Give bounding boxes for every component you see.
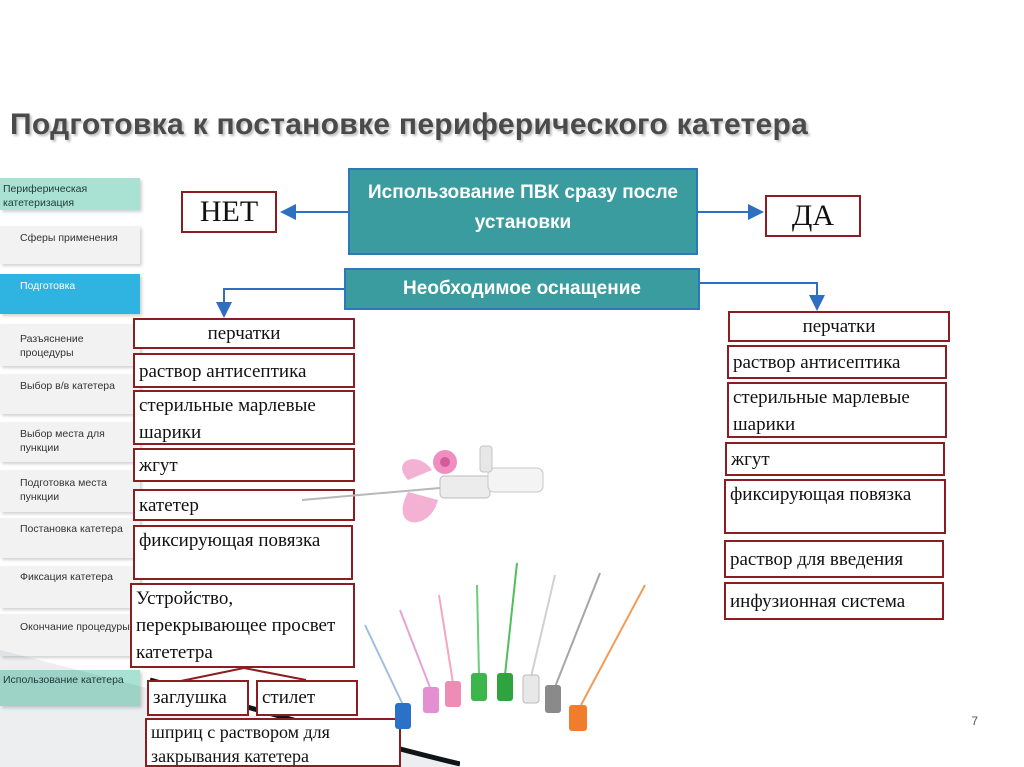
no-item-occluding-device: Устройство, перекрывающее просвет катете… xyxy=(130,583,355,668)
no-item-fixing-dressing: фиксирующая повязка xyxy=(133,525,353,580)
no-item-tourniquet: жгут xyxy=(133,448,355,482)
yes-item-infusion-system: инфузионная система xyxy=(724,582,944,620)
no-item-antiseptic: раствор антисептика xyxy=(133,353,355,388)
nav-section-peripheral-catheterization[interactable]: Периферическая катетеризация xyxy=(0,178,140,210)
yes-box: ДА xyxy=(765,195,861,237)
nav-item-preparation[interactable]: Подготовка xyxy=(0,274,140,314)
no-sub-syringe: шприц с раствором для закрывания катетер… xyxy=(145,718,401,767)
nav-section-catheter-use[interactable]: Использование катетера xyxy=(0,670,140,706)
nav-item-application-areas[interactable]: Сферы применения xyxy=(0,226,140,264)
yes-item-tourniquet: жгут xyxy=(725,442,945,476)
equipment-box: Необходимое оснащение xyxy=(344,268,700,310)
no-sub-plug: заглушка xyxy=(147,680,249,716)
nav-item-catheter-placement[interactable]: Постановка катетера xyxy=(0,518,140,558)
nav-item-procedure-explanation[interactable]: Разъяснение процедуры xyxy=(0,324,140,366)
question-box: Использование ПВК сразу после установки xyxy=(348,168,698,255)
no-box: НЕТ xyxy=(181,191,277,233)
no-item-gloves: перчатки xyxy=(133,318,355,349)
yes-item-antiseptic: раствор антисептика xyxy=(727,345,947,379)
nav-item-puncture-site-choice[interactable]: Выбор места для пункции xyxy=(0,422,140,462)
slide-title: Подготовка к постановке периферического … xyxy=(10,108,809,141)
yes-item-infusion-solution: раствор для введения xyxy=(724,540,944,578)
no-item-catheter: катетер xyxy=(133,489,355,521)
nav-item-catheter-choice[interactable]: Выбор в/в катетера xyxy=(0,374,140,414)
nav-item-puncture-site-prep[interactable]: Подготовка места пункции xyxy=(0,470,140,512)
yes-item-fixing-dressing: фиксирующая повязка xyxy=(724,479,946,534)
no-item-gauze: стерильные марлевые шарики xyxy=(133,390,355,445)
iv-catheter-image xyxy=(301,445,544,523)
nav-item-catheter-fixation[interactable]: Фиксация катетера xyxy=(0,566,140,608)
nav-item-procedure-end[interactable]: Окончание процедуры xyxy=(0,614,140,656)
page-number: 7 xyxy=(971,714,978,728)
no-sub-stylet: стилет xyxy=(256,680,358,716)
colored-stylets-image xyxy=(364,562,646,731)
yes-item-gauze: стерильные марлевые шарики xyxy=(727,382,947,438)
yes-item-gloves: перчатки xyxy=(728,311,950,342)
